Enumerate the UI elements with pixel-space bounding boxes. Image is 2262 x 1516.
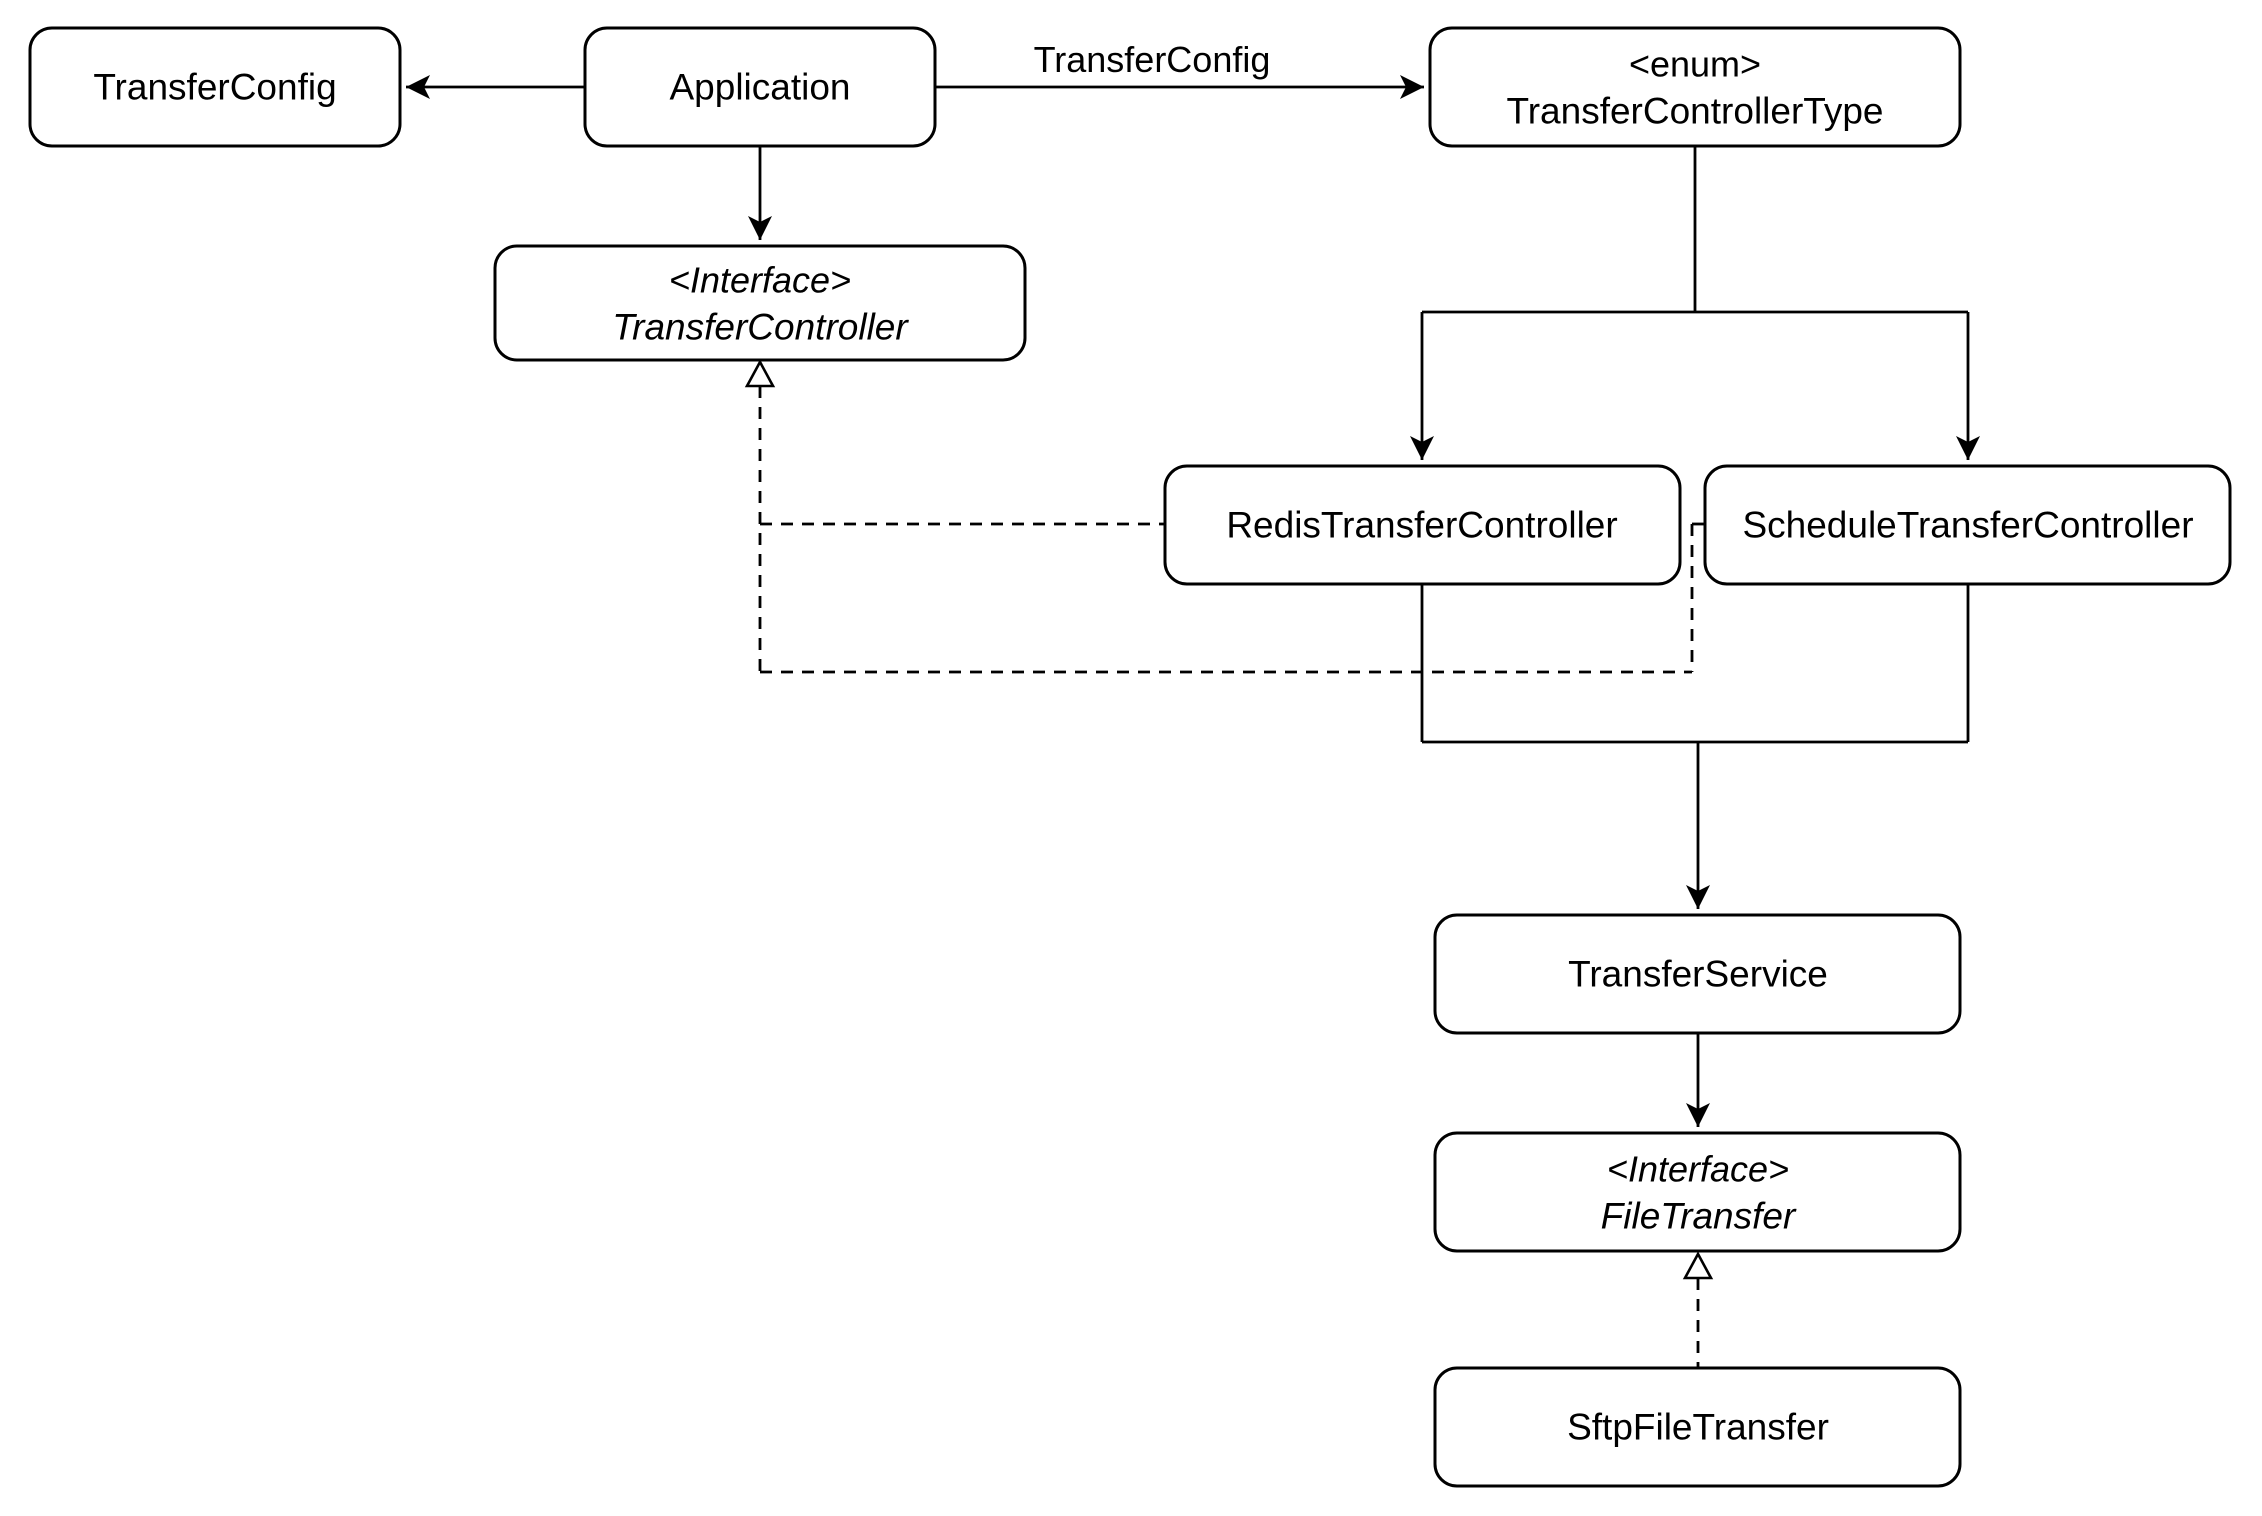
node-redis-transfer-controller-label: RedisTransferController: [1226, 505, 1617, 546]
node-transfer-controller: <Interface> TransferController: [493, 244, 1027, 362]
edge-label-transferconfig: TransferConfig: [1034, 39, 1271, 80]
node-transfer-service-box: [1433, 913, 1962, 1035]
node-application-label: Application: [669, 67, 850, 108]
node-file-transfer-label: FileTransfer: [1601, 1196, 1797, 1237]
hollow-triangle-arrowhead-filetransfer: [1682, 1251, 1714, 1280]
node-schedule-transfer-controller: ScheduleTransferController: [1703, 464, 2232, 586]
edges: TransferConfig: [406, 39, 1980, 1368]
node-transfer-controller-type-label: TransferControllerType: [1507, 91, 1884, 132]
node-transfer-config-box: [28, 26, 402, 148]
node-redis-transfer-controller-box: [1163, 464, 1682, 586]
hollow-triangle-arrowhead-transfercontroller: [744, 359, 776, 388]
node-transfer-config-label: TransferConfig: [93, 67, 336, 108]
node-transfer-controller-type: <enum> TransferControllerType: [1428, 26, 1962, 148]
node-transfer-config: TransferConfig: [28, 26, 402, 148]
node-transfer-controller-label: TransferController: [612, 307, 909, 348]
node-transfer-controller-type-box: [1428, 26, 1962, 148]
node-schedule-transfer-controller-box: [1703, 464, 2232, 586]
node-file-transfer: <Interface> FileTransfer: [1433, 1131, 1962, 1253]
node-transfer-controller-box: [493, 244, 1027, 362]
node-file-transfer-stereotype: <Interface>: [1607, 1149, 1789, 1190]
node-transfer-service-label: TransferService: [1568, 954, 1828, 995]
node-redis-transfer-controller: RedisTransferController: [1163, 464, 1682, 586]
node-sftp-file-transfer-box: [1433, 1366, 1962, 1488]
node-transfer-controller-stereotype: <Interface>: [669, 260, 851, 301]
node-transfer-controller-type-stereotype: <enum>: [1629, 44, 1761, 85]
node-application: Application: [583, 26, 937, 148]
node-file-transfer-box: [1433, 1131, 1962, 1253]
node-application-box: [583, 26, 937, 148]
node-sftp-file-transfer: SftpFileTransfer: [1433, 1366, 1962, 1488]
node-sftp-file-transfer-label: SftpFileTransfer: [1567, 1407, 1829, 1448]
node-transfer-service: TransferService: [1433, 913, 1962, 1035]
node-schedule-transfer-controller-label: ScheduleTransferController: [1742, 505, 2193, 546]
